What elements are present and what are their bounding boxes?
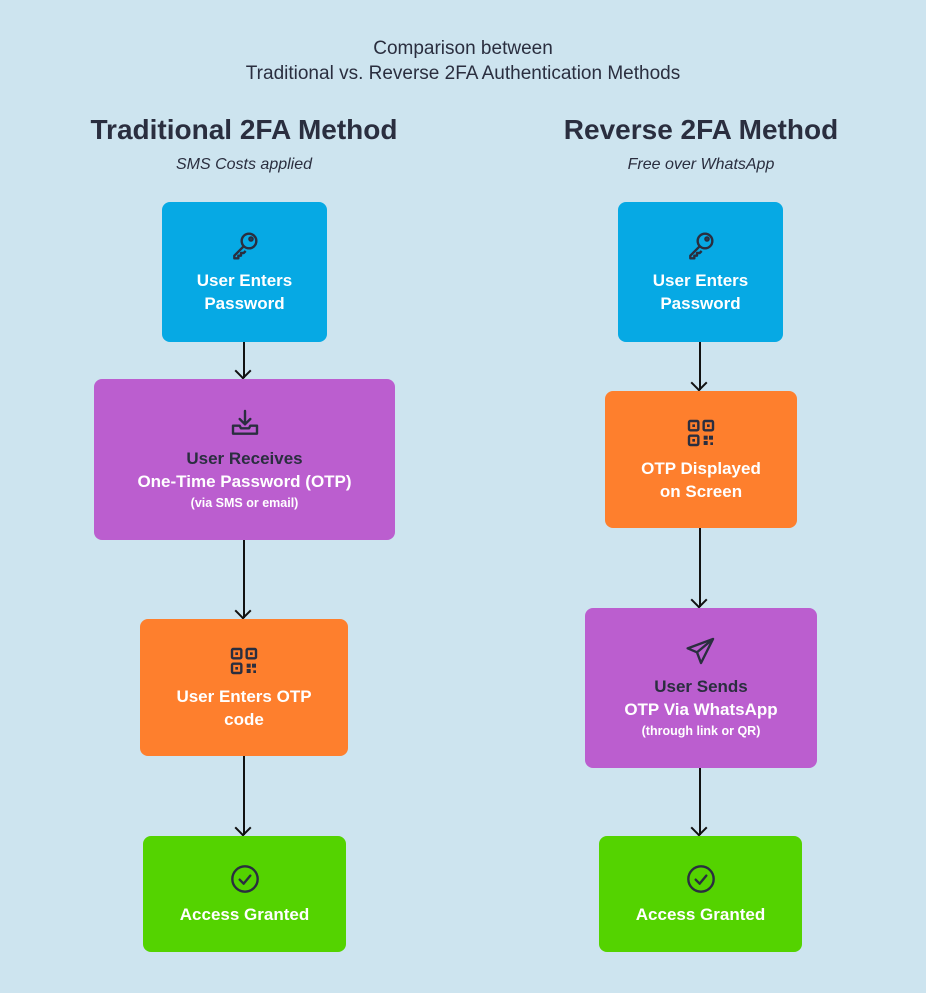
step-label: User Sends [654,677,748,696]
check-circle-icon [229,863,261,895]
send-icon [685,635,717,667]
step-label: Access Granted [179,904,310,924]
step-label: code [224,709,264,729]
download-inbox-icon [229,407,261,439]
arrow [699,342,701,390]
title-line2: Traditional vs. Reverse 2FA Authenticati… [245,63,681,84]
step-note: (via SMS or email) [190,495,299,510]
step-label: on Screen [659,481,743,501]
traditional-subtitle: SMS Costs applied [175,156,313,173]
step-label: One-Time Password (OTP) [137,471,352,491]
arrow [699,528,701,607]
qr-code-icon [228,645,260,677]
step-label: Password [660,294,741,313]
rev-step-otp-displayed: OTP Displayed on Screen [605,391,797,528]
step-note: (through link or QR) [641,724,761,738]
key-icon [229,229,261,261]
step-label: OTP Displayed [641,458,761,478]
title-line1: Comparison between [373,38,553,59]
reverse-subtitle: Free over WhatsApp [627,156,775,173]
step-label: User Enters OTP [176,686,312,706]
check-circle-icon [685,863,717,895]
step-label: Password [204,294,285,313]
arrow [243,342,245,378]
arrow [243,540,245,618]
rev-step-access-granted: Access Granted [599,836,802,952]
traditional-heading: Traditional 2FA Method [90,114,398,145]
trad-step-access-granted: Access Granted [143,836,346,952]
step-label: OTP Via WhatsApp [624,700,778,719]
step-label: User Receives [186,448,303,468]
arrow [699,768,701,835]
step-label: User Enters [652,271,749,290]
reverse-heading: Reverse 2FA Method [563,114,839,145]
step-label: User Enters [196,271,293,290]
step-label: Access Granted [635,904,766,924]
key-icon [685,229,717,261]
qr-code-icon [685,417,717,449]
arrow [243,756,245,835]
trad-step-enter-otp: User Enters OTP code [140,619,348,756]
